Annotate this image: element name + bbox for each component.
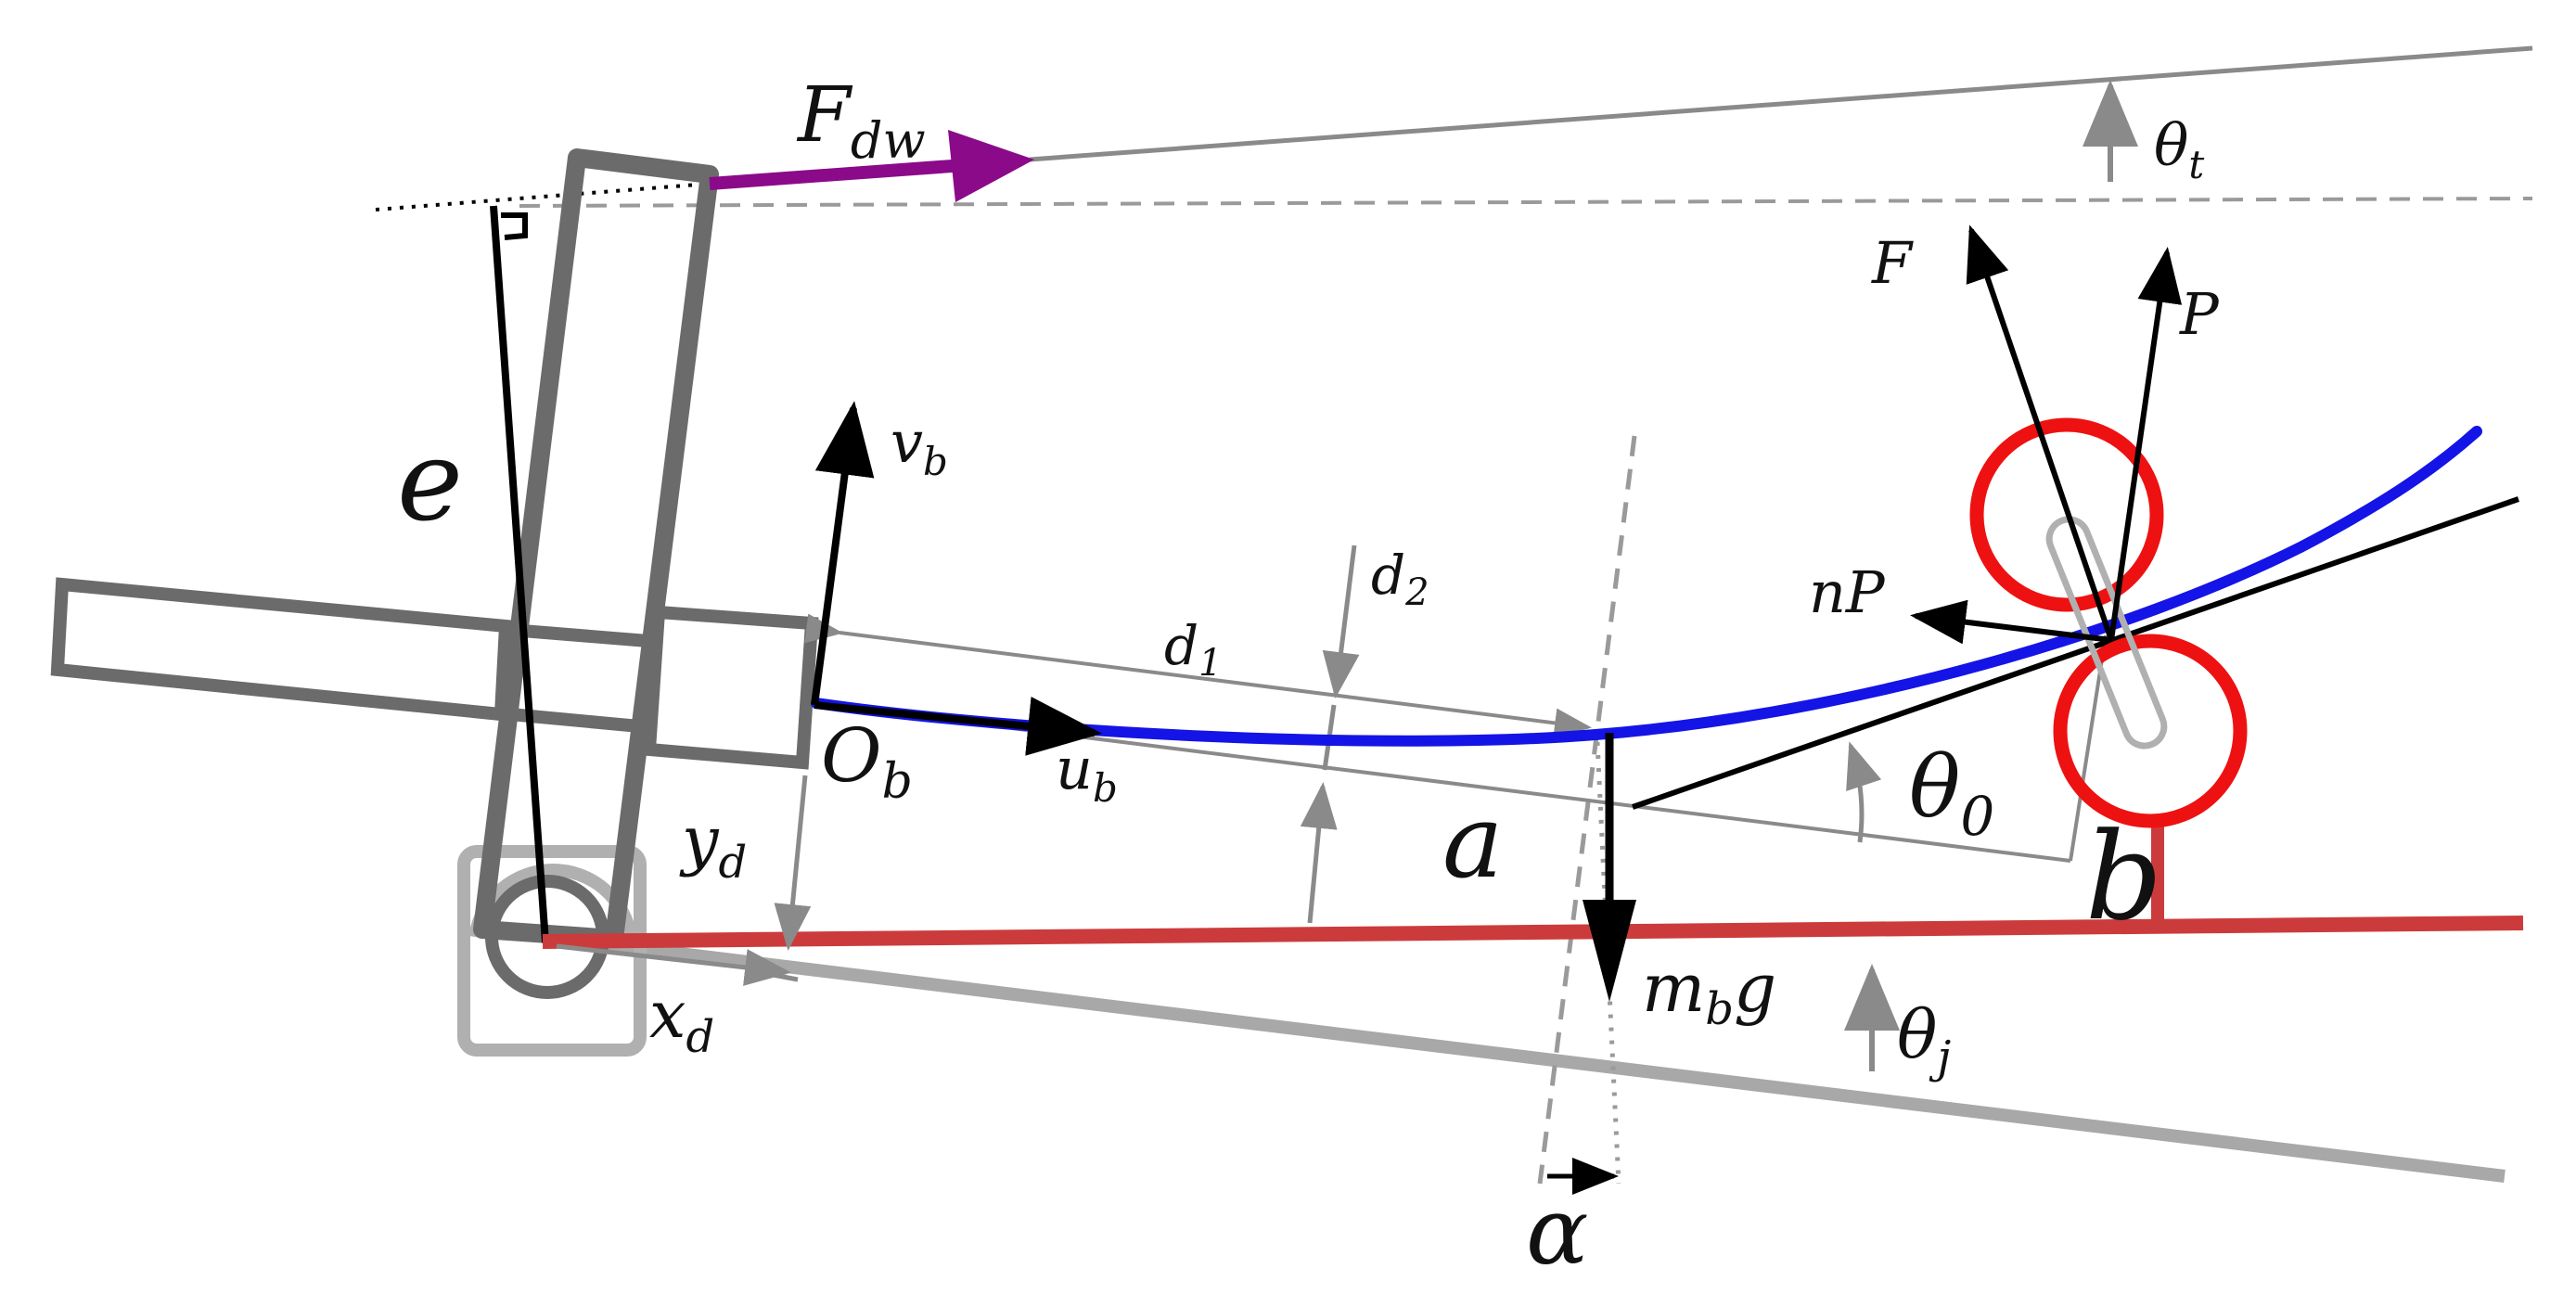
f-dw-arrow-head xyxy=(948,130,1034,202)
label-a: a xyxy=(1442,782,1504,901)
red-base-line xyxy=(542,916,2524,949)
hinge-support xyxy=(457,845,647,1057)
arm-connector-block xyxy=(642,605,819,770)
xd-arrow xyxy=(556,943,791,986)
label-x-d: xd xyxy=(649,977,714,1063)
label-e: e xyxy=(397,417,463,546)
upper-roller xyxy=(1969,417,2164,612)
inclined-guide-rail xyxy=(542,930,2506,1183)
force-np-arrow xyxy=(1910,599,2112,645)
label-d-2: d2 xyxy=(1371,544,1429,614)
force-f-arrow xyxy=(1966,224,2114,641)
thrust-reference-line xyxy=(1029,45,2533,162)
label-p: P xyxy=(2179,280,2220,348)
label-np: nP xyxy=(1809,558,1886,626)
d1-dimension xyxy=(804,613,1592,738)
horizontal-dashed-reference xyxy=(519,197,2533,208)
perpendicular-dotted-line xyxy=(375,182,711,211)
d2-arrow-bottom xyxy=(1300,782,1338,924)
left-arm-bar xyxy=(50,577,513,722)
force-p-arrow xyxy=(2108,247,2183,641)
ub-axis-arrow xyxy=(814,697,1102,756)
label-alpha: α xyxy=(1526,1177,1589,1286)
link-arm-divider-2 xyxy=(509,708,650,734)
label-theta-j: θj xyxy=(1897,995,1951,1083)
tangent-line xyxy=(1632,496,2519,810)
label-m-b-g: mbg xyxy=(1642,949,1776,1035)
label-u-b: ub xyxy=(1056,735,1118,811)
label-theta-t: θt xyxy=(2154,111,2204,187)
lower-roller xyxy=(2053,634,2248,828)
link-arm-divider xyxy=(521,624,660,648)
label-theta-0: θ0 xyxy=(1909,737,1994,848)
right-angle-marker xyxy=(501,212,528,240)
d2-arrow-top xyxy=(1322,545,1360,698)
label-y-d: yd xyxy=(679,802,747,889)
vb-axis-arrow xyxy=(811,401,875,706)
theta0-arc xyxy=(1846,741,1882,843)
label-v-b: vb xyxy=(891,408,948,484)
xd-tick xyxy=(767,971,799,982)
f-dw-arrow-shaft xyxy=(709,159,966,190)
label-f-dw: Fdw xyxy=(796,71,926,170)
label-f: F xyxy=(1871,229,1914,297)
gravity-dashed-line xyxy=(1537,435,1637,1185)
label-b: b xyxy=(2085,806,2162,947)
yd-arrow xyxy=(774,775,812,951)
lever-e-line xyxy=(490,205,549,943)
beam-curve xyxy=(811,426,2482,747)
label-d-1: d1 xyxy=(1164,614,1223,685)
gravity-force-head xyxy=(1583,900,1636,1002)
label-o-b: Ob xyxy=(821,712,913,810)
